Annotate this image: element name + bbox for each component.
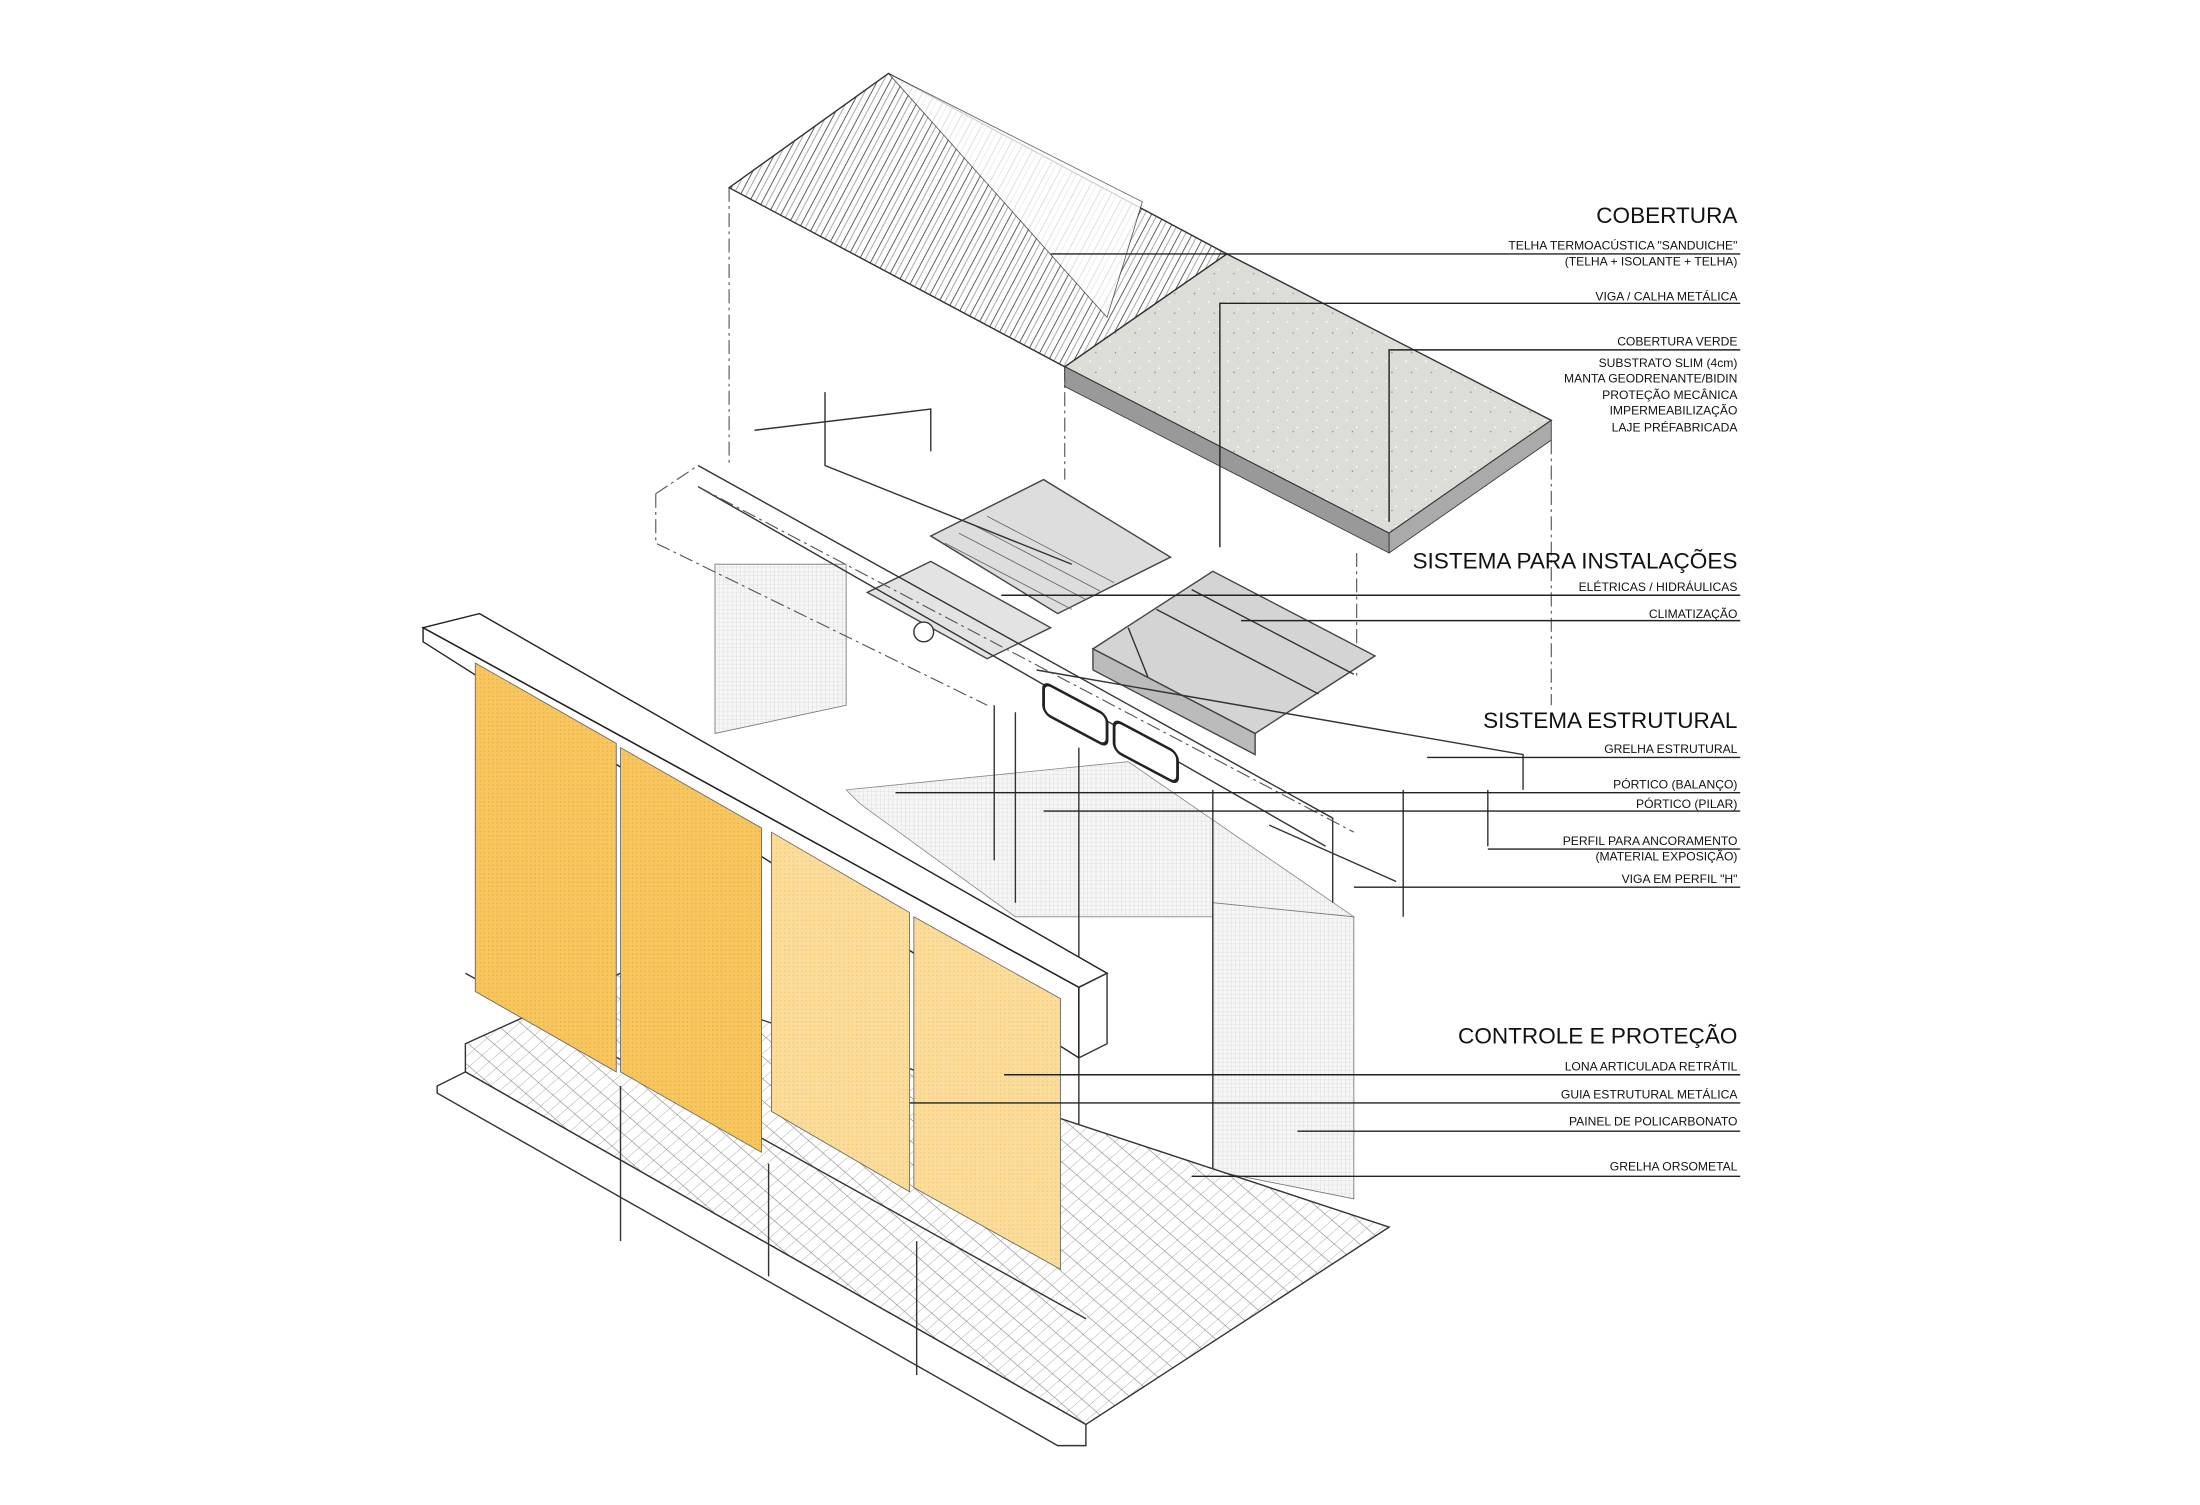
panel-3 bbox=[770, 831, 911, 1193]
label: LAJE PRÉFABRICADA bbox=[1612, 420, 1739, 435]
hvac-ducts bbox=[1091, 570, 1377, 756]
label: TELHA TERMOACÚSTICA "SANDUICHE" bbox=[1508, 238, 1737, 253]
label: VIGA / CALHA METÁLICA bbox=[1595, 289, 1738, 304]
panel-4 bbox=[913, 916, 1061, 1271]
label: PAINEL DE POLICARBONATO bbox=[1569, 1115, 1737, 1129]
panel-1 bbox=[474, 662, 617, 1073]
label: COBERTURA VERDE bbox=[1617, 335, 1737, 349]
label: GRELHA ESTRUTURAL bbox=[1604, 742, 1737, 756]
section-title-controle: CONTROLE E PROTEÇÃO bbox=[1458, 1024, 1737, 1049]
label: PÓRTICO (PILAR) bbox=[1636, 796, 1737, 811]
label: GRELHA ORSOMETAL bbox=[1610, 1160, 1738, 1174]
structural-system bbox=[655, 392, 1524, 1200]
label: (TELHA + ISOLANTE + TELHA) bbox=[1565, 254, 1738, 268]
panel-2 bbox=[620, 746, 762, 1154]
section-title-cobertura: COBERTURA bbox=[1596, 203, 1737, 228]
polycarbonate-panels bbox=[474, 662, 1061, 1271]
label: (MATERIAL EXPOSIÇÃO) bbox=[1595, 849, 1737, 863]
label: VIGA EM PERFIL "H" bbox=[1622, 872, 1738, 886]
label: IMPERMEABILIZAÇÃO bbox=[1610, 404, 1738, 418]
label: ELÉTRICAS / HIDRÁULICAS bbox=[1579, 579, 1738, 594]
label: GUIA ESTRUTURAL METÁLICA bbox=[1561, 1087, 1738, 1102]
label: MANTA GEODRENANTE/BIDIN bbox=[1564, 371, 1737, 385]
leader-lines bbox=[895, 253, 1741, 1177]
section-title-instalacoes: SISTEMA PARA INSTALAÇÕES bbox=[1412, 548, 1737, 573]
label: PERFIL PARA ANCORAMENTO bbox=[1563, 834, 1738, 848]
front-beam bbox=[421, 612, 1109, 1320]
labels: COBERTURA TELHA TERMOACÚSTICA "SANDUICHE… bbox=[1412, 203, 1738, 1174]
label: LONA ARTICULADA RETRÁTIL bbox=[1565, 1059, 1738, 1074]
label: CLIMATIZAÇÃO bbox=[1649, 607, 1738, 621]
green-roof-slab bbox=[1063, 253, 1553, 706]
installations-system bbox=[865, 478, 1377, 756]
label: PÓRTICO (BALANÇO) bbox=[1613, 776, 1737, 791]
label: SUBSTRATO SLIM (4cm) bbox=[1599, 356, 1738, 370]
section-title-estrutural: SISTEMA ESTRUTURAL bbox=[1483, 708, 1737, 733]
label: PROTEÇÃO MECÂNICA bbox=[1602, 387, 1738, 402]
